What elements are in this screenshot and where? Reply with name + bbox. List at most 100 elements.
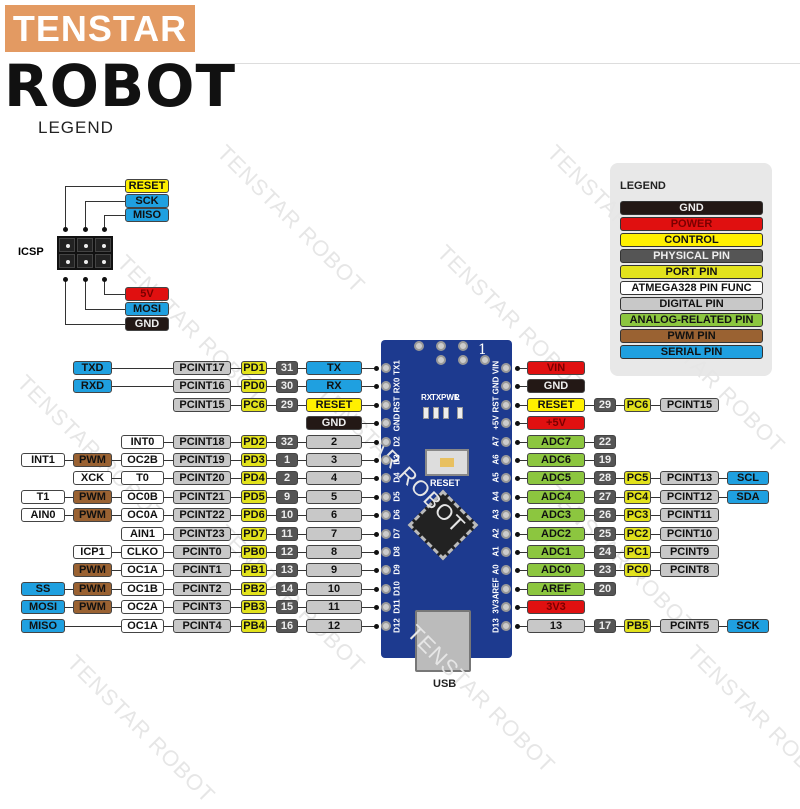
legend-item: ATMEGA328 PIN FUNC xyxy=(620,281,763,295)
pin-label-analog: ADC0 xyxy=(527,563,585,578)
connector-dot xyxy=(83,277,88,282)
pin-label-phys: 24 xyxy=(594,545,616,559)
watermark: TENSTAR ROBOT xyxy=(62,650,221,808)
pin-label-digital: PCINT23 xyxy=(173,526,231,541)
connector-line xyxy=(173,404,378,406)
connector-dot xyxy=(515,439,520,445)
watermark: TENSTAR ROBOT xyxy=(12,370,171,528)
pin-label-digital: PCINT1 xyxy=(173,563,231,578)
pin-label-digital: PCINT5 xyxy=(660,618,719,633)
connector-dot xyxy=(374,494,379,500)
pin-label-phys: 29 xyxy=(276,397,298,412)
legend-item: GND xyxy=(620,201,763,215)
connector-dot xyxy=(83,227,88,232)
connector-dot xyxy=(374,439,379,445)
pin-label-digital: PCINT16 xyxy=(173,379,231,394)
led-label: L xyxy=(455,393,460,402)
pin-label-gnd: GND xyxy=(527,379,585,394)
led-label: TX xyxy=(431,393,442,402)
watermark: TENSTAR ROBOT xyxy=(682,640,800,798)
pin-label-digital: 10 xyxy=(306,581,362,596)
pin-label-phys: 2 xyxy=(276,471,298,486)
connector-dot xyxy=(374,586,379,592)
board-pin xyxy=(501,436,511,447)
pin-label-control: RESET xyxy=(527,397,585,412)
pin-label-digital: 9 xyxy=(306,563,362,578)
connector-line xyxy=(85,200,125,202)
connector-dot xyxy=(515,402,520,408)
connector-dot xyxy=(515,458,520,463)
pin-label-digital: PCINT13 xyxy=(660,471,719,486)
pin-label-phys: 31 xyxy=(276,361,298,375)
pin-label-port: PB2 xyxy=(241,581,267,596)
pin-label-phys: 15 xyxy=(276,600,298,615)
pin-label-port: PC3 xyxy=(624,508,651,523)
icsp-pin-sck: SCK xyxy=(125,193,169,208)
pin-label-func: ICP1 xyxy=(73,545,112,559)
brand-logo: TENSTAR xyxy=(5,5,195,52)
icsp-pin-mosi: MOSI xyxy=(125,302,169,316)
pin-label-phys: 30 xyxy=(276,379,298,394)
pin-label-port: PC2 xyxy=(624,526,651,541)
pin-label-phys: 14 xyxy=(276,581,298,596)
pin-label-phys: 10 xyxy=(276,508,298,523)
pin-label-pwm: PWM xyxy=(73,581,112,596)
connector-dot xyxy=(515,476,520,482)
pin-label-serial: RX xyxy=(306,379,362,394)
connector-line xyxy=(65,324,125,325)
board-pin xyxy=(501,547,511,557)
connector-dot xyxy=(515,568,520,574)
pin-label-serial: SS xyxy=(21,581,65,596)
pin-label-serial: SCK xyxy=(727,618,769,633)
board-pin xyxy=(381,547,391,557)
connector-line xyxy=(517,533,719,535)
connector-line xyxy=(65,186,66,229)
pin-label-port: PC0 xyxy=(624,563,651,578)
pin-label-power: 3V3 xyxy=(527,600,585,615)
board-pin xyxy=(458,355,468,365)
pin-label-digital: PCINT3 xyxy=(173,600,231,615)
divider xyxy=(200,63,800,64)
board-pin xyxy=(414,341,424,351)
connector-dot xyxy=(515,494,520,500)
pin-label-serial: MISO xyxy=(21,618,65,633)
board-pin xyxy=(501,363,511,373)
board-pin xyxy=(381,381,391,392)
legend-title: LEGEND xyxy=(620,180,666,192)
connector-line xyxy=(85,279,86,309)
pin-label-port: PD4 xyxy=(241,471,267,486)
pin-label-digital: PCINT9 xyxy=(660,545,719,559)
connector-line xyxy=(104,215,125,216)
pin-label-analog: AREF xyxy=(527,581,585,596)
connector-dot xyxy=(63,227,68,232)
pin-label-func: CLKO xyxy=(121,545,164,559)
pin-label-port: PB3 xyxy=(241,600,267,615)
board-pin xyxy=(501,473,511,484)
pin-label-serial: TX xyxy=(306,361,362,375)
pin-label-digital: PCINT20 xyxy=(173,471,231,486)
board-pin xyxy=(381,363,391,373)
pin-label-power: +5V xyxy=(527,416,585,431)
board-pin xyxy=(501,583,511,594)
icsp-header xyxy=(57,236,113,270)
pin-label-digital: 12 xyxy=(306,618,362,633)
legend-item: ANALOG-RELATED PIN xyxy=(620,313,763,327)
pin-label-phys: 19 xyxy=(594,453,616,467)
connector-line xyxy=(517,552,719,553)
pin-label-port: PC1 xyxy=(624,545,651,559)
board-pin xyxy=(381,510,391,521)
board-pin xyxy=(501,399,511,410)
pin-label-phys: 13 xyxy=(276,563,298,578)
connector-dot xyxy=(515,531,520,537)
board-pin xyxy=(501,510,511,521)
pin-label-gnd: GND xyxy=(306,416,362,431)
pin-label-phys: 29 xyxy=(594,397,616,412)
connector-dot xyxy=(515,384,520,390)
pin-label-digital: PCINT2 xyxy=(173,581,231,596)
pin-label-phys: 17 xyxy=(594,618,616,633)
legend-item: PORT PIN xyxy=(620,265,763,279)
pin-label-phys: 32 xyxy=(276,434,298,449)
legend-item: POWER xyxy=(620,217,763,231)
board-pin xyxy=(381,473,391,484)
pin-label-port: PD0 xyxy=(241,379,267,394)
